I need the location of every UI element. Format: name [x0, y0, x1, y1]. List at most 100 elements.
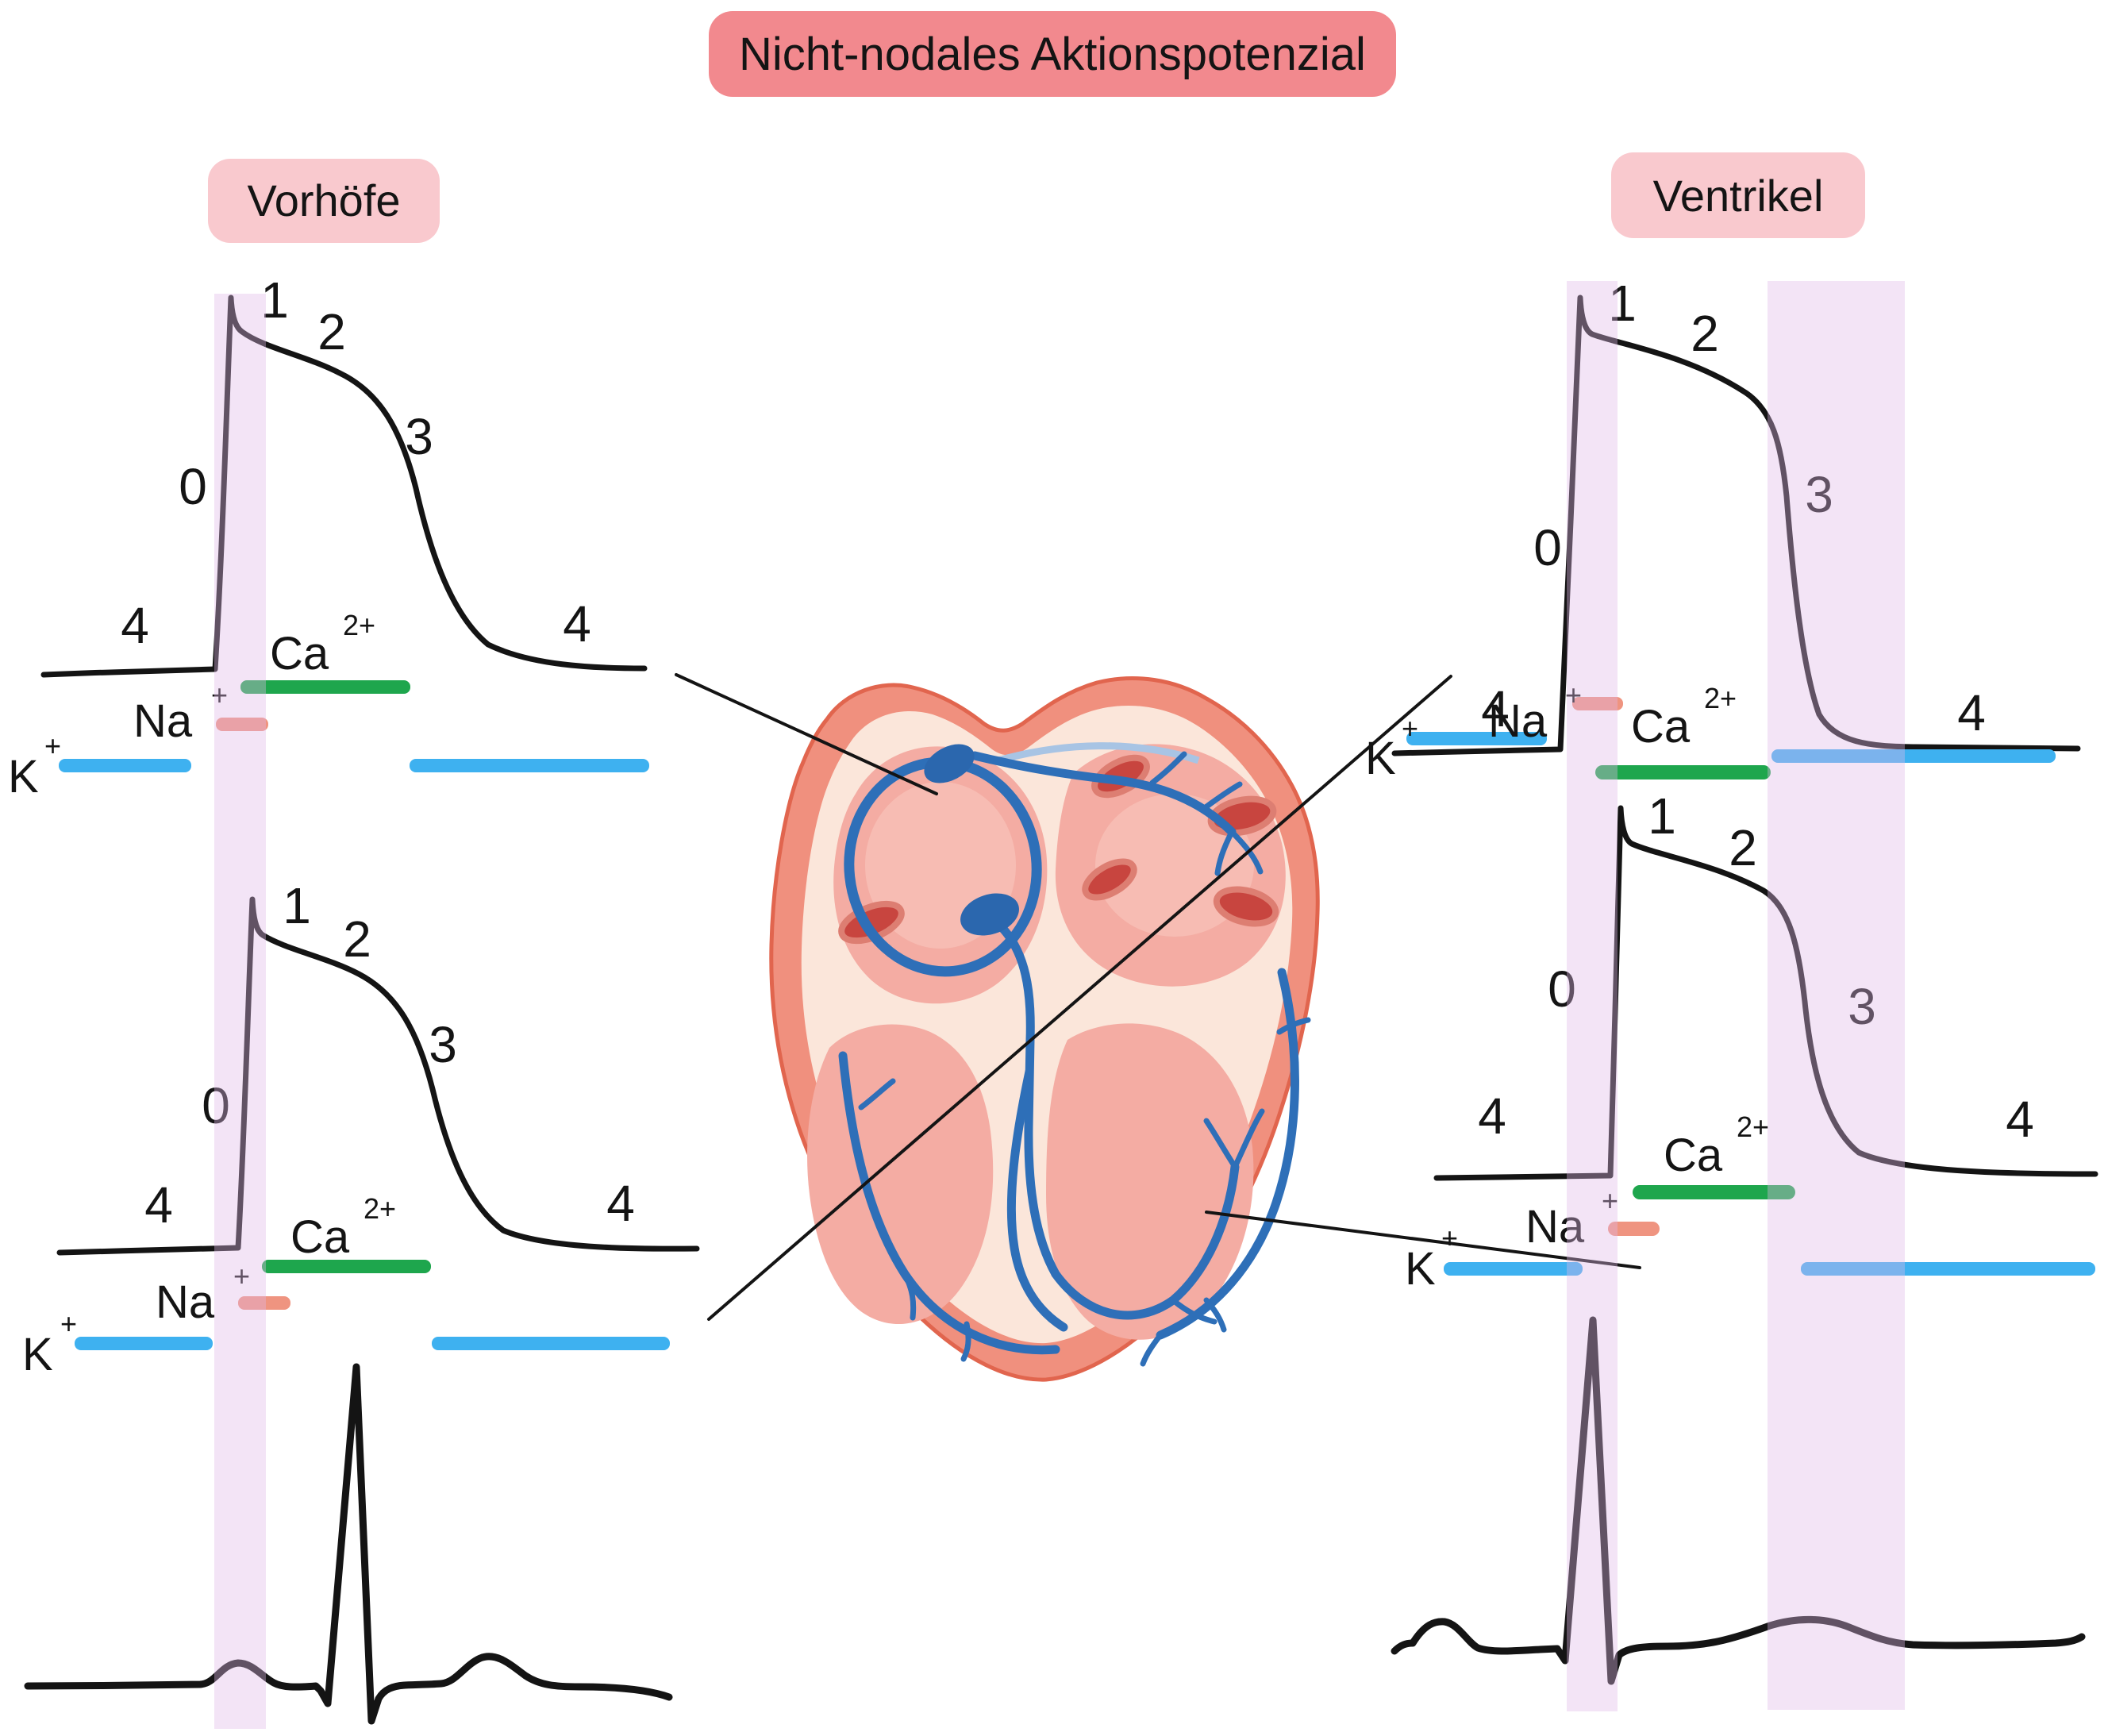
- k-label-sup: +: [1402, 712, 1418, 745]
- repolarization-band-ventricle: [1768, 281, 1905, 1710]
- phase-labels-ventricle-bottom: 4 0 1 2 3 4: [1478, 787, 2034, 1148]
- ap-curve-ventricle-top: [1391, 294, 2081, 756]
- phase-label-4-left: 4: [144, 1176, 173, 1234]
- k-bar-left: [1406, 732, 1547, 745]
- ca-label: Ca: [1664, 1130, 1723, 1181]
- k-bar-right: [1771, 749, 2056, 763]
- ion-labels-atria-top: Ca 2+ Na + K +: [8, 609, 375, 803]
- heart-illustration: [769, 676, 1320, 1382]
- ion-labels-atria-bottom: Ca 2+ Na + K +: [22, 1192, 396, 1380]
- k-label-sup: +: [1441, 1222, 1458, 1254]
- na-bar: [1608, 1222, 1660, 1236]
- ventricle-badge-background: [1611, 152, 1865, 238]
- right-ventricle-chamber: [807, 1024, 994, 1325]
- k-label-sup: +: [60, 1307, 77, 1340]
- phase-label-2: 2: [1729, 819, 1757, 876]
- timing-bands: [214, 281, 1905, 1729]
- phase-label-4-left: 4: [1478, 1087, 1506, 1145]
- ion-labels-ventricle-top: Ca 2+ Na + K +: [1365, 679, 1737, 784]
- atria-badge-background: [208, 159, 440, 243]
- phase-label-3: 3: [429, 1016, 457, 1073]
- connector-atria-bottom-to-heart: [707, 675, 1452, 1321]
- phase-label-3: 3: [1848, 978, 1876, 1035]
- cut-vessels: [838, 754, 1279, 945]
- phase-label-1: 1: [283, 877, 311, 934]
- ventricle-panel-label: Ventrikel: [1653, 171, 1824, 221]
- na-bar: [216, 718, 268, 731]
- ventricle-badge: Ventrikel: [1611, 152, 1865, 238]
- ca-bar: [1633, 1185, 1795, 1199]
- ca-bar: [262, 1260, 431, 1273]
- na-label-sup: +: [1565, 679, 1582, 711]
- phase-label-2: 2: [343, 910, 371, 968]
- left-bundle-branch: [1006, 1067, 1068, 1332]
- phase-label-3: 3: [405, 408, 433, 465]
- k-label-sup: +: [44, 729, 61, 762]
- av-node: [960, 893, 1019, 936]
- phase-label-4-left: 4: [1481, 680, 1510, 737]
- curves-layer: [24, 294, 2098, 1725]
- phase-label-0: 0: [1548, 960, 1576, 1018]
- ca-label-sup: 2+: [1704, 682, 1737, 714]
- phase-label-4-right: 4: [563, 595, 591, 652]
- na-bar: [1572, 697, 1623, 710]
- phase-labels-ventricle-top: 4 0 1 2 3 4: [1481, 275, 1986, 741]
- pulmonary-vein-vessel: [997, 742, 1200, 764]
- na-label-sup: +: [211, 679, 228, 711]
- k-label: K: [1405, 1243, 1436, 1295]
- k-label: K: [8, 751, 39, 803]
- ca-label-sup: 2+: [1737, 1111, 1769, 1143]
- atria-badge: Vorhöfe: [208, 159, 440, 243]
- ecg-trace-ventricle: [1391, 1316, 2086, 1685]
- phase-label-2: 2: [1691, 305, 1719, 362]
- purkinje-fibers: [858, 1017, 1311, 1367]
- ion-labels-ventricle-bottom: Ca 2+ Na + K +: [1405, 1111, 1769, 1295]
- na-label-sup: +: [233, 1260, 250, 1292]
- ca-label: Ca: [270, 628, 329, 679]
- page-title: Nicht-nodales Aktionspotenzial: [739, 29, 1366, 80]
- sa-node: [924, 744, 975, 783]
- phase-label-1: 1: [260, 271, 289, 329]
- k-label: K: [22, 1329, 53, 1380]
- k-bar-right: [410, 759, 649, 772]
- phase-labels-atria-top: 4 0 1 2 3 4: [121, 271, 591, 654]
- ca-label: Ca: [290, 1211, 350, 1263]
- phase-label-4-right: 4: [2006, 1091, 2034, 1148]
- phase-label-4-right: 4: [606, 1175, 635, 1232]
- internodal-pathway: [970, 751, 1237, 837]
- ca-label: Ca: [1631, 701, 1691, 753]
- title-badge-background: [709, 11, 1396, 97]
- ecg-trace-atria: [24, 1363, 673, 1725]
- connector-atria-top-to-heart: [675, 673, 938, 795]
- phase-label-0: 0: [202, 1077, 230, 1134]
- phase-label-1: 1: [1648, 787, 1676, 845]
- na-label: Na: [156, 1276, 215, 1328]
- phase-label-0: 0: [1533, 519, 1562, 576]
- k-bar-left: [75, 1337, 213, 1350]
- his-bundle: [997, 922, 1060, 1279]
- ap-curve-atria-bottom: [56, 896, 700, 1256]
- connector-lines: [675, 673, 1641, 1321]
- phase-labels-atria-bottom: 4 0 1 2 3 4: [144, 877, 635, 1234]
- ion-bars: [59, 680, 2095, 1350]
- atrial-branches: [1149, 751, 1264, 876]
- ca-bar: [1595, 765, 1771, 779]
- k-bar-left: [59, 759, 191, 772]
- phase-label-0: 0: [179, 458, 207, 515]
- k-bar-right: [1801, 1262, 2095, 1276]
- ca-bar: [240, 680, 410, 694]
- ca-label-sup: 2+: [364, 1192, 396, 1225]
- labels-layer: 4 0 1 2 3 4 Ca 2+ Na + K + 4 0 1 2 3 4 C…: [8, 271, 2034, 1380]
- ap-curve-ventricle-bottom: [1433, 805, 2098, 1181]
- phase-label-2: 2: [317, 303, 346, 360]
- na-label: Na: [1488, 695, 1548, 747]
- na-label: Na: [1525, 1201, 1585, 1253]
- connector-heart-to-ventricle-curve: [1205, 1211, 1641, 1269]
- ca-label-sup: 2+: [343, 609, 375, 641]
- na-label: Na: [133, 695, 193, 747]
- k-label: K: [1365, 733, 1396, 784]
- conduction-system: [838, 742, 1311, 1367]
- depolarization-band-ventricle: [1567, 281, 1618, 1711]
- title-badge: Nicht-nodales Aktionspotenzial: [709, 11, 1396, 97]
- k-bar-right: [432, 1337, 670, 1350]
